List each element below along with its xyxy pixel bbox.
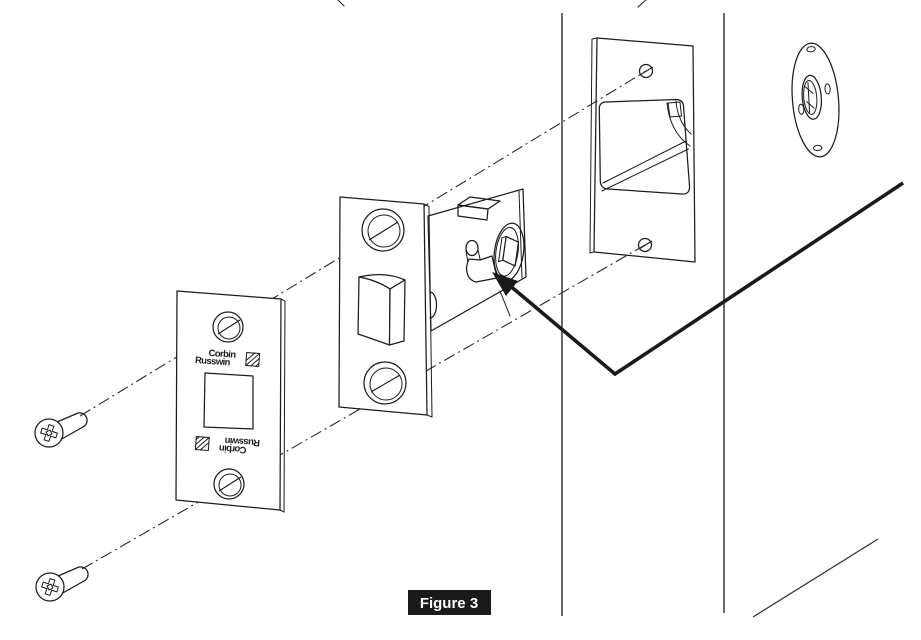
crop-artifact-line xyxy=(337,0,345,7)
pocket-floor-edge xyxy=(601,148,689,192)
latch-faceplate xyxy=(338,196,433,418)
rose-screw-slot xyxy=(798,103,805,115)
mounting-screw-bottom xyxy=(35,566,89,602)
faceplate-hole-bottom xyxy=(363,361,407,405)
latch-case xyxy=(427,188,527,332)
brand-line2: Russwin xyxy=(195,355,231,368)
brand-line1: Corbin xyxy=(218,442,247,455)
screw-head xyxy=(35,572,65,602)
pilot-hole-bottom xyxy=(637,237,653,253)
brand-logo-top: Corbin Russwin xyxy=(195,348,261,368)
rose-hub-outer xyxy=(801,74,823,120)
latch-assembly xyxy=(338,188,527,418)
rose-hub-inner xyxy=(803,80,818,115)
rose-plate xyxy=(791,42,840,158)
figure-label-text: Figure 3 xyxy=(420,595,478,612)
strike-plate-hole-bottom xyxy=(213,468,245,500)
recess-depth-edge xyxy=(589,37,598,254)
screw-shaft xyxy=(56,412,88,441)
pointer-arrowhead-icon xyxy=(492,272,518,296)
strike-plate-hole-top xyxy=(212,311,244,343)
pointer-arrow xyxy=(492,181,904,377)
figure-label-box xyxy=(408,590,491,615)
pocket-end-curve xyxy=(675,100,692,135)
pocket-floor-edge xyxy=(602,140,687,184)
pilot-hole-top xyxy=(638,63,654,79)
rose-screw-slot xyxy=(813,144,823,152)
screw-shaft xyxy=(57,566,89,595)
latch-case-tab xyxy=(457,196,501,221)
strike-plate: Corbin Russwin Corbin Russwin xyxy=(175,290,286,513)
phillips-recess-icon xyxy=(39,423,59,443)
brand-logo-bottom: Corbin Russwin xyxy=(194,435,260,455)
spindle-square-hole xyxy=(502,235,520,267)
strike-plate-face xyxy=(175,290,282,511)
pointer-arrow-shaft xyxy=(506,181,904,377)
crop-artifact-line xyxy=(637,0,647,8)
brand-line1: Corbin xyxy=(208,348,237,361)
recess-face xyxy=(593,37,696,263)
latch-bolt xyxy=(357,273,406,346)
pocket-end-curve xyxy=(666,102,691,147)
latch-shaft-edge xyxy=(429,291,438,319)
rose-outline xyxy=(791,42,840,158)
brand-mark-icon xyxy=(245,352,261,367)
brand-line2: Russwin xyxy=(224,435,260,448)
mortise-recess xyxy=(589,37,696,263)
strike-plate-depth-edge xyxy=(279,298,286,513)
door-edge xyxy=(337,0,879,618)
brand-mark-icon xyxy=(194,436,210,451)
faceplate-hole-top xyxy=(361,208,405,252)
screw-head xyxy=(34,418,64,448)
latch-faceplate-depth-edge xyxy=(423,203,433,418)
mounting-screw-top xyxy=(34,412,88,448)
mortise-pocket xyxy=(598,98,692,195)
pocket-notch xyxy=(667,101,683,118)
figure-label: Figure 3 xyxy=(408,590,491,615)
strike-plate-square-opening xyxy=(203,372,254,430)
hub-inner-ring xyxy=(495,226,519,277)
phillips-recess-icon xyxy=(40,577,60,597)
rose-screw-slot xyxy=(806,46,816,53)
rose-screw-slot xyxy=(824,83,831,95)
deadlatch-plunger xyxy=(465,239,498,283)
door-face-bottom-line xyxy=(752,538,879,618)
